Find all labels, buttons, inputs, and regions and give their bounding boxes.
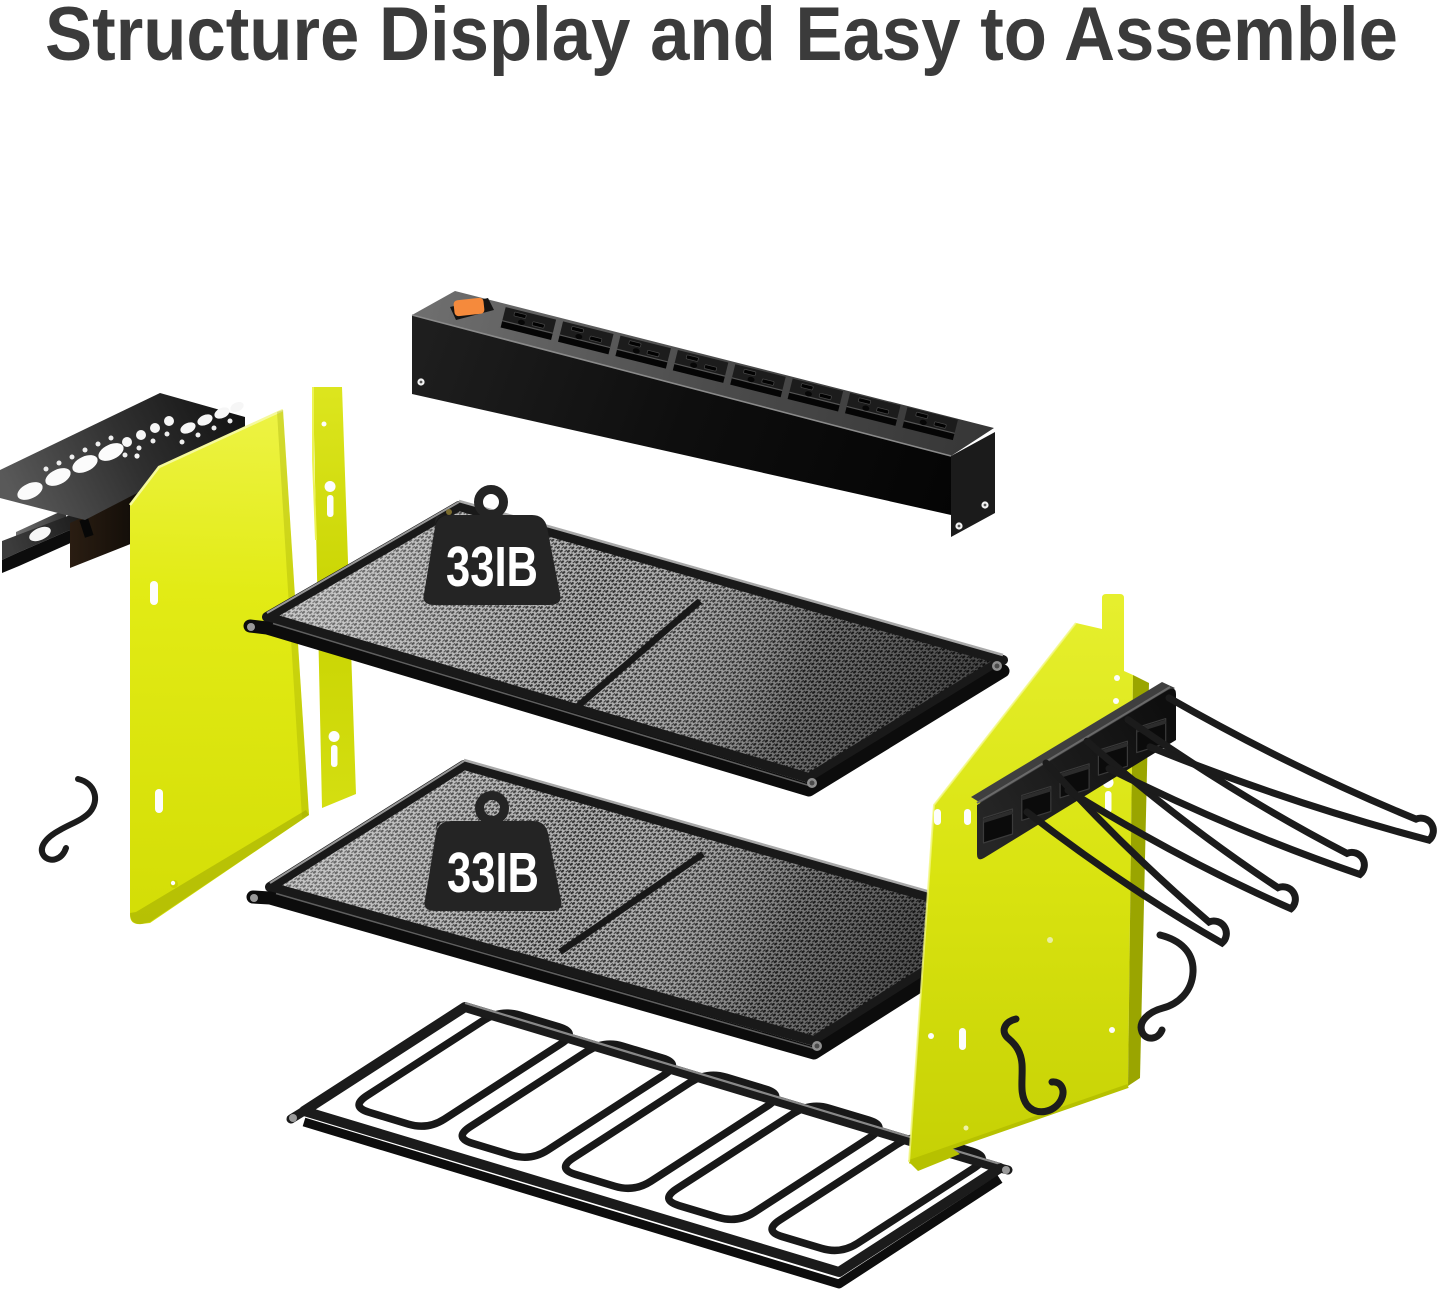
svg-text:33IB: 33IB xyxy=(447,841,539,905)
svg-text:33IB: 33IB xyxy=(446,535,538,599)
svg-text:Structure Display and Easy to: Structure Display and Easy to Assemble xyxy=(45,0,1398,77)
